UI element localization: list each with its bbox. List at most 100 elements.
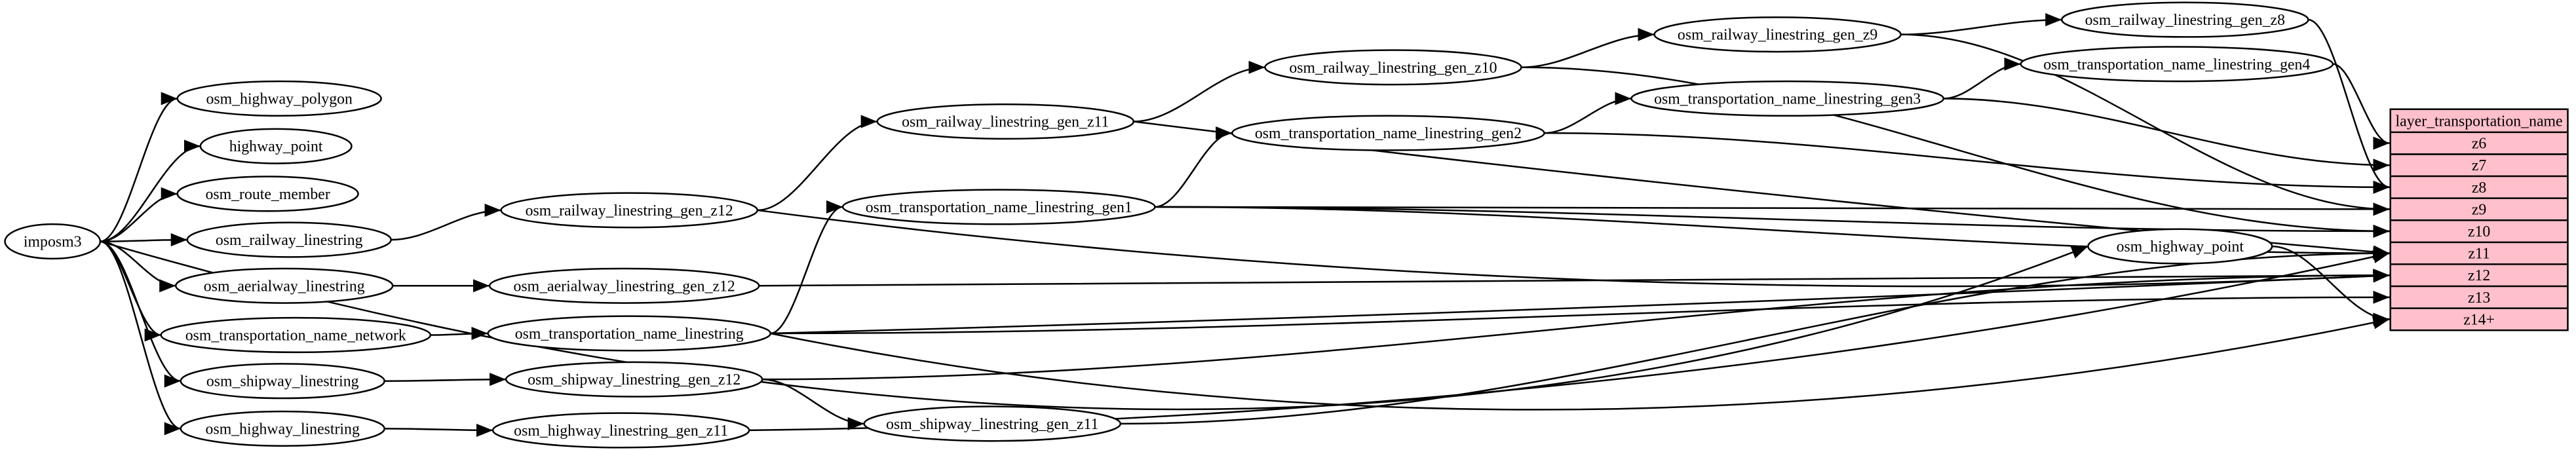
node-ellipse-osm_highway_point (2087, 228, 2273, 265)
table-row-z10: z10 (2468, 223, 2490, 240)
edge-osm_transportation_name_linestring_gen2-to-row-z8 (1544, 132, 2390, 194)
node-osm_railway_linestring_gen_z8: osm_railway_linestring_gen_z8 (2061, 1, 2309, 38)
edge-osm_railway_linestring_gen_z9-to-osm_railway_linestring_gen_z8 (1900, 13, 2062, 35)
edge-osm_transportation_name_linestring_gen1-to-row-z10 (1155, 206, 2390, 238)
edge-imposm3-to-osm_route_member (100, 187, 178, 242)
edges-layer (100, 13, 2390, 437)
node-label-osm_shipway_linestring: osm_shipway_linestring (206, 373, 359, 390)
edge-osm_transportation_name_linestring_gen1-to-row-z9 (1155, 202, 2390, 216)
node-label-osm_transportation_name_linestring: osm_transportation_name_linestring (515, 326, 744, 343)
node-ellipse-osm_railway_linestring_gen_z9 (1653, 16, 1902, 53)
node-label-osm_railway_linestring: osm_railway_linestring (216, 232, 363, 249)
node-osm_railway_linestring_gen_z11: osm_railway_linestring_gen_z11 (876, 103, 1135, 140)
table-row-z8: z8 (2472, 179, 2486, 197)
table-row-z14+: z14+ (2463, 311, 2495, 328)
edge-osm_railway_linestring_gen_z9-to-row-z9 (1900, 33, 2390, 216)
node-osm_railway_linestring: osm_railway_linestring (186, 221, 392, 258)
node-label-osm_transportation_name_linestring_gen1: osm_transportation_name_linestring_gen1 (866, 199, 1132, 216)
edge-osm_railway_linestring_gen_z10-to-osm_railway_linestring_gen_z9 (1521, 28, 1655, 69)
node-label-osm_railway_linestring_gen_z12: osm_railway_linestring_gen_z12 (526, 202, 733, 219)
node-label-osm_railway_linestring_gen_z8: osm_railway_linestring_gen_z8 (2085, 12, 2285, 29)
node-ellipse-osm_transportation_name_linestring_gen1 (841, 189, 1156, 225)
edge-osm_transportation_name_linestring-to-row-z14+ (770, 316, 2390, 411)
table-row-z6: z6 (2472, 136, 2487, 153)
node-highway_point: highway_point (199, 128, 353, 164)
node-ellipse-imposm3 (4, 223, 102, 260)
node-osm_transportation_name_linestring_gen2: osm_transportation_name_linestring_gen2 (1231, 115, 1545, 151)
node-label-osm_highway_linestring: osm_highway_linestring (206, 421, 360, 438)
node-osm_railway_linestring_gen_z9: osm_railway_linestring_gen_z9 (1653, 16, 1902, 53)
node-osm_transportation_name_linestring_gen4: osm_transportation_name_linestring_gen4 (2020, 46, 2334, 83)
node-ellipse-osm_highway_polygon (176, 80, 382, 117)
edge-osm_shipway_linestring-to-osm_shipway_linestring_gen_z12 (384, 373, 507, 386)
node-ellipse-osm_transportation_name_linestring (487, 315, 772, 352)
node-ellipse-osm_highway_linestring_gen_z11 (491, 412, 750, 449)
nodes-layer: imposm3osm_highway_polygonhighway_pointo… (4, 1, 2334, 449)
node-ellipse-osm_shipway_linestring (180, 363, 385, 400)
node-ellipse-osm_transportation_name_linestring_gen4 (2020, 46, 2334, 83)
edge-imposm3-to-osm_highway_linestring (100, 240, 182, 436)
edge-osm_railway_linestring_gen_z8-to-row-z8 (2308, 18, 2390, 194)
node-ellipse-osm_railway_linestring_gen_z8 (2061, 1, 2309, 38)
node-ellipse-osm_railway_linestring (186, 221, 392, 258)
edge-imposm3-to-osm_highway_point (100, 240, 2088, 411)
edge-osm_transportation_name_network-to-osm_transportation_name_linestring (430, 326, 488, 341)
node-osm_transportation_name_network: osm_transportation_name_network (160, 316, 432, 354)
edge-osm_transportation_name_linestring_gen2-to-osm_transportation_name_linestring_gen3 (1544, 92, 1632, 134)
node-label-osm_shipway_linestring_gen_z11: osm_shipway_linestring_gen_z11 (886, 416, 1098, 433)
layer-table: layer_transportation_namez6z7z8z9z10z11z… (2389, 108, 2569, 331)
node-label-osm_shipway_linestring_gen_z12: osm_shipway_linestring_gen_z12 (528, 371, 740, 388)
node-label-osm_railway_linestring_gen_z11: osm_railway_linestring_gen_z11 (902, 114, 1109, 131)
edge-osm_railway_linestring_gen_z10-to-row-z10 (1521, 66, 2390, 238)
node-osm_route_member: osm_route_member (176, 176, 359, 212)
node-label-osm_highway_polygon: osm_highway_polygon (206, 90, 353, 107)
node-ellipse-osm_transportation_name_linestring_gen2 (1231, 115, 1545, 151)
table-row-z11: z11 (2468, 246, 2489, 263)
edge-imposm3-to-osm_shipway_linestring (100, 240, 181, 388)
edge-osm_highway_point-to-row-z14+ (2272, 245, 2390, 326)
edge-osm_transportation_name_linestring_gen3-to-osm_transportation_name_linestring_gen4 (1943, 57, 2021, 100)
node-label-osm_railway_linestring_gen_z10: osm_railway_linestring_gen_z10 (1289, 60, 1497, 77)
node-osm_shipway_linestring_gen_z11: osm_shipway_linestring_gen_z11 (863, 405, 1122, 442)
edge-osm_transportation_name_linestring-to-osm_transportation_name_linestring_gen1 (770, 200, 843, 335)
edge-osm_railway_linestring_gen_z11-to-osm_railway_linestring_gen_z10 (1133, 60, 1265, 122)
node-label-osm_route_member: osm_route_member (205, 186, 330, 203)
node-osm_aerialway_linestring: osm_aerialway_linestring (174, 267, 394, 304)
edge-osm_transportation_name_linestring-to-row-z13 (770, 290, 2390, 335)
node-osm_shipway_linestring_gen_z12: osm_shipway_linestring_gen_z12 (505, 361, 763, 398)
node-label-imposm3: imposm3 (24, 234, 82, 251)
node-osm_transportation_name_linestring_gen1: osm_transportation_name_linestring_gen1 (841, 189, 1156, 225)
node-label-osm_transportation_name_network: osm_transportation_name_network (185, 328, 406, 345)
table-row-z7: z7 (2472, 157, 2487, 174)
node-ellipse-osm_aerialway_linestring (174, 267, 394, 304)
edge-imposm3-to-osm_highway_polygon (100, 92, 178, 242)
node-label-osm_highway_linestring_gen_z11: osm_highway_linestring_gen_z11 (514, 422, 728, 440)
edge-osm_highway_linestring-to-osm_highway_linestring_gen_z11 (384, 423, 493, 437)
node-label-osm_transportation_name_linestring_gen2: osm_transportation_name_linestring_gen2 (1255, 125, 1522, 142)
node-osm_transportation_name_linestring: osm_transportation_name_linestring (487, 315, 772, 352)
node-ellipse-osm_shipway_linestring_gen_z12 (505, 361, 763, 398)
node-label-osm_transportation_name_linestring_gen3: osm_transportation_name_linestring_gen3 (1654, 90, 1921, 107)
edge-osm_railway_linestring_gen_z12-to-row-z12 (757, 209, 2390, 288)
edge-osm_railway_linestring-to-osm_railway_linestring_gen_z12 (391, 203, 501, 241)
edge-osm_transportation_name_linestring_gen4-to-row-z6 (2332, 63, 2390, 150)
node-osm_highway_linestring_gen_z11: osm_highway_linestring_gen_z11 (491, 412, 750, 449)
node-ellipse-osm_railway_linestring_gen_z12 (500, 192, 758, 229)
layer-table-title: layer_transportation_name (2396, 113, 2563, 130)
node-osm_highway_polygon: osm_highway_polygon (176, 80, 382, 117)
node-osm_highway_point: osm_highway_point (2087, 228, 2273, 265)
table-row-z12: z12 (2468, 267, 2490, 284)
edge-imposm3-to-osm_railway_linestring (100, 233, 187, 247)
node-imposm3: imposm3 (4, 223, 102, 260)
node-label-osm_aerialway_linestring: osm_aerialway_linestring (204, 278, 365, 295)
node-label-osm_highway_point: osm_highway_point (2117, 238, 2244, 255)
edge-osm_transportation_name_linestring_gen1-to-osm_transportation_name_linestring_gen2 (1155, 126, 1233, 208)
edge-osm_transportation_name_linestring-to-row-z12 (770, 269, 2390, 335)
node-osm_transportation_name_linestring_gen3: osm_transportation_name_linestring_gen3 (1630, 80, 1945, 117)
edge-osm_railway_linestring_gen_z12-to-osm_railway_linestring_gen_z11 (757, 115, 877, 212)
node-osm_aerialway_linestring_gen_z12: osm_aerialway_linestring_gen_z12 (488, 267, 760, 304)
node-osm_railway_linestring_gen_z12: osm_railway_linestring_gen_z12 (500, 192, 758, 229)
node-label-osm_transportation_name_linestring_gen4: osm_transportation_name_linestring_gen4 (2043, 56, 2310, 73)
